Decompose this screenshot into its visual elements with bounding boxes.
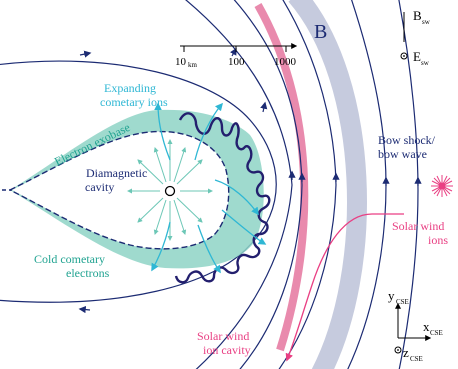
- axis-x-sub: CSE: [430, 329, 443, 337]
- diamagnetic-label-1: Diamagnetic: [86, 166, 147, 180]
- field-line-arrows: [78, 47, 422, 314]
- bow-shock-label-1: Bow shock/: [378, 133, 436, 147]
- cold-electrons-label-1: Cold cometary: [34, 252, 105, 266]
- comet-nucleus: [164, 185, 176, 197]
- e-sw-sub: sw: [421, 59, 430, 67]
- solar-wind-ions-label-2: ions: [428, 233, 448, 247]
- field-line-3: [233, 0, 303, 369]
- cold-electron-arrows: [127, 139, 213, 241]
- electron-exobase-line: [9, 130, 230, 250]
- axis-z-label: z: [403, 345, 409, 360]
- expanding-ions-label-1: Expanding: [104, 81, 156, 95]
- expanding-ion-arrows: [151, 102, 267, 274]
- scale-bar: 10 km 100 1000: [175, 43, 298, 69]
- sun-icon: [431, 175, 453, 197]
- axis-y-sub: CSE: [396, 298, 409, 306]
- field-key: B sw E sw: [400, 8, 431, 67]
- ion-cavity-label-2: ion cavity: [203, 343, 251, 357]
- field-line-4: [278, 0, 337, 369]
- scale-tick-100: 100: [228, 56, 245, 68]
- ion-cavity-label-1: Solar wind: [197, 329, 249, 343]
- solar-wind-ions-label-1: Solar wind: [392, 219, 444, 233]
- axis-z-sub: CSE: [410, 355, 423, 363]
- e-sw-label: E: [413, 49, 421, 64]
- cold-electrons-label-2: electrons: [66, 266, 110, 280]
- solar-wind-ion-path: [285, 213, 404, 362]
- field-line-inner: [0, 60, 277, 303]
- bow-shock-label-2: bow wave: [378, 147, 427, 161]
- field-line-2: [185, 0, 293, 369]
- scale-tick-1000: 1000: [274, 56, 297, 68]
- ion-cavity-band: [254, 3, 309, 352]
- axis-y-label: y: [388, 288, 395, 303]
- b-sw-sub: sw: [422, 18, 431, 26]
- bow-shock-band: [288, 0, 367, 369]
- scale-tick-10: 10: [175, 56, 187, 68]
- axis-x-label: x: [423, 319, 430, 334]
- b-field-label: B: [314, 21, 327, 43]
- field-line-6: [398, 0, 419, 369]
- expanding-ions-label-2: cometary ions: [100, 95, 168, 109]
- diamagnetic-cavity-region: [12, 131, 229, 249]
- diamagnetic-label-2: cavity: [85, 180, 114, 194]
- b-sw-label: B: [413, 8, 422, 23]
- cse-axes: y CSE x CSE z CSE: [388, 288, 443, 363]
- scale-unit: km: [188, 61, 198, 69]
